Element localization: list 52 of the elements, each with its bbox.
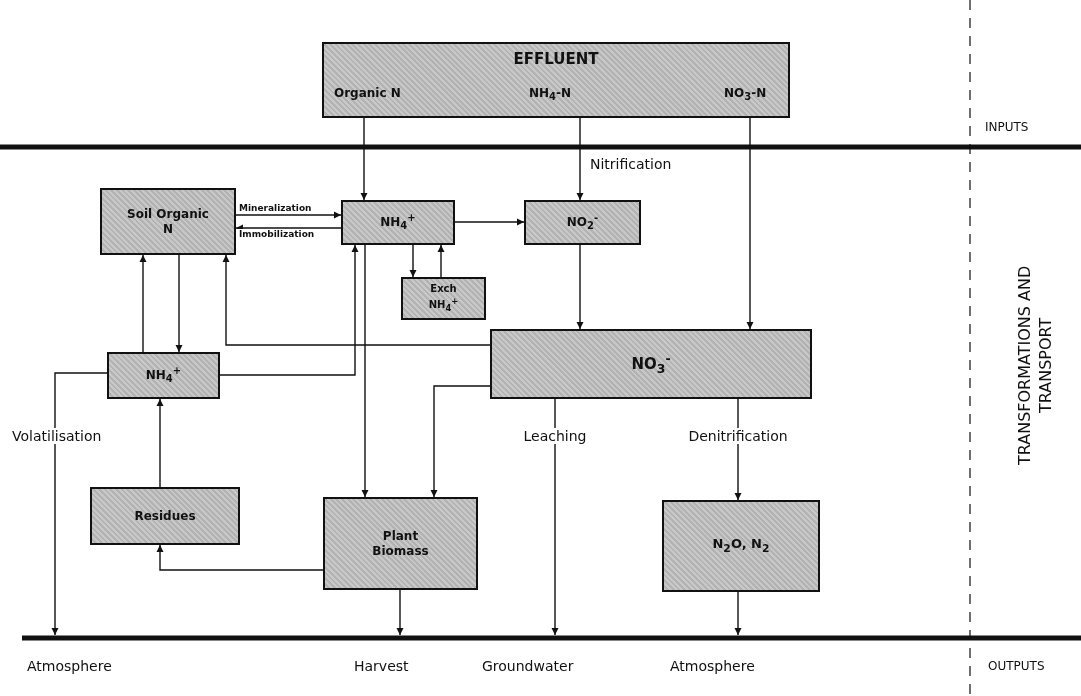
arrow bbox=[360, 117, 368, 201]
arrow bbox=[430, 385, 491, 498]
process-box bbox=[341, 200, 455, 245]
edge-label: Nitrification bbox=[588, 156, 674, 172]
arrow bbox=[235, 211, 342, 219]
node-label: Plant Biomass bbox=[371, 528, 430, 559]
arrow bbox=[175, 254, 183, 353]
edge-label: Immobilization bbox=[237, 229, 317, 239]
edge-label: Volatilisation bbox=[10, 428, 104, 444]
arrow bbox=[51, 372, 108, 636]
arrow bbox=[156, 544, 324, 571]
arrow bbox=[437, 244, 445, 278]
section-label: INPUTS bbox=[985, 120, 1029, 134]
process-box bbox=[100, 188, 236, 255]
process-box bbox=[323, 497, 478, 590]
section-label: OUTPUTS bbox=[988, 659, 1045, 673]
process-box bbox=[662, 500, 820, 592]
node-label: N$_{2}$O, N$_{2}$ bbox=[712, 536, 770, 556]
node-label: Organic N bbox=[334, 86, 401, 101]
process-box bbox=[490, 329, 812, 399]
process-box bbox=[107, 352, 220, 399]
output-label: Atmosphere bbox=[670, 658, 755, 674]
output-label: Atmosphere bbox=[27, 658, 112, 674]
edge-label: Mineralization bbox=[237, 203, 314, 213]
edge-label: Leaching bbox=[521, 428, 589, 444]
arrow bbox=[219, 244, 359, 376]
section-label: TRANSFORMATIONS AND TRANSPORT bbox=[1015, 264, 1056, 467]
arrow bbox=[235, 224, 342, 232]
arrow bbox=[551, 398, 559, 636]
arrow bbox=[576, 117, 584, 201]
arrow bbox=[454, 218, 525, 226]
output-label: Harvest bbox=[354, 658, 409, 674]
arrow bbox=[156, 398, 164, 488]
arrow bbox=[576, 244, 584, 330]
node-label: Residues bbox=[134, 508, 196, 524]
node-label: Soil Organic N bbox=[126, 206, 210, 237]
arrow bbox=[746, 117, 754, 330]
process-box bbox=[90, 487, 240, 545]
node-label: NH$_{4}$-N bbox=[529, 86, 572, 104]
process-box bbox=[524, 200, 641, 245]
output-label: Groundwater bbox=[482, 658, 574, 674]
arrow bbox=[139, 254, 147, 353]
arrow bbox=[361, 244, 369, 498]
process-box bbox=[322, 42, 790, 118]
edge-label: Denitrification bbox=[686, 428, 790, 444]
box-heading: EFFLUENT bbox=[512, 50, 600, 69]
arrow bbox=[222, 254, 491, 346]
arrow bbox=[396, 589, 404, 636]
process-box bbox=[401, 277, 486, 320]
node-label: NO$_{3}$-N bbox=[724, 86, 767, 104]
arrow bbox=[734, 591, 742, 636]
arrow bbox=[409, 244, 417, 278]
